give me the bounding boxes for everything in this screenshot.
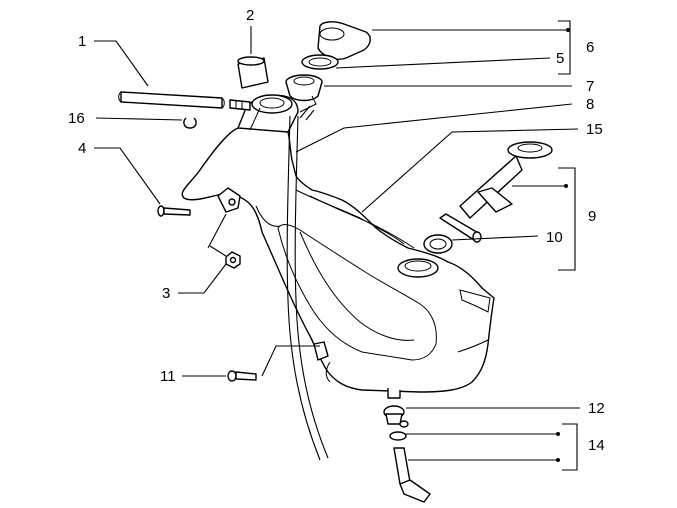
fuel-cap <box>317 21 371 60</box>
callout-3: 3 <box>162 285 170 302</box>
vent-hose <box>118 91 225 109</box>
screw-11 <box>227 370 257 382</box>
banjo-fitting <box>393 447 431 503</box>
callout-15: 15 <box>586 121 603 138</box>
tank-strap <box>299 95 317 113</box>
callout-1: 1 <box>78 33 86 50</box>
fuel-tank <box>181 119 495 399</box>
rubber-sleeve <box>237 56 269 89</box>
callout-9: 9 <box>588 208 596 225</box>
hose-clip <box>183 117 197 129</box>
callout-2: 2 <box>246 7 254 24</box>
mounting-bracket <box>217 187 241 213</box>
callout-6: 6 <box>586 39 594 56</box>
callout-14: 14 <box>588 437 605 454</box>
hose-connector <box>229 99 251 111</box>
callout-7: 7 <box>586 78 594 95</box>
callout-4: 4 <box>78 140 86 157</box>
filler-neck <box>237 94 299 133</box>
filler-adapter <box>285 74 323 102</box>
callout-labels: 1 2 3 4 5 6 7 8 9 10 11 12 14 15 16 <box>68 7 605 454</box>
leader-lines <box>94 20 580 471</box>
callout-8: 8 <box>586 96 594 113</box>
sender-gasket <box>423 234 453 254</box>
callout-5: 5 <box>556 50 564 67</box>
seal-ring <box>301 54 339 70</box>
bolt-4 <box>157 205 191 217</box>
fuel-tap <box>383 405 409 428</box>
washer-14 <box>389 431 407 441</box>
nut-3 <box>225 251 241 269</box>
callout-12: 12 <box>588 400 605 417</box>
fuel-level-sender <box>439 141 553 243</box>
callout-10: 10 <box>546 229 563 246</box>
callout-11: 11 <box>160 368 176 385</box>
callout-16: 16 <box>68 110 85 127</box>
